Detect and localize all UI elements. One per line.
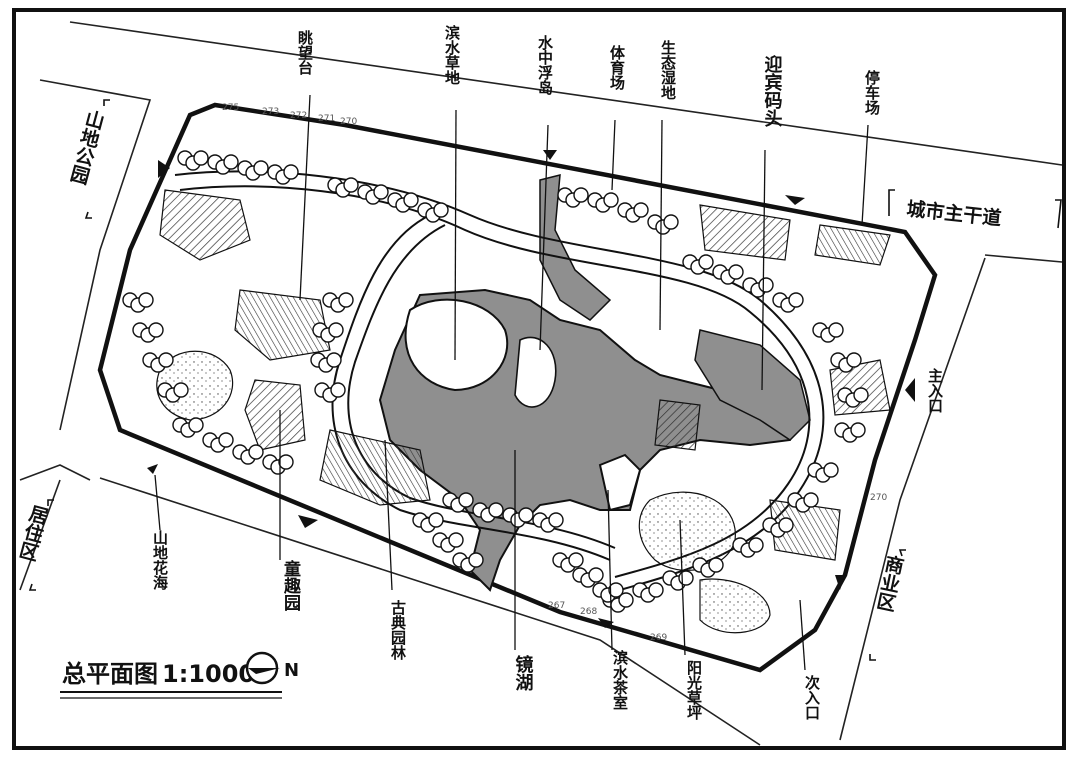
label-viewing-platform: 眺望台 xyxy=(296,29,314,76)
north-letter: N xyxy=(284,660,299,681)
label-floating-island: 水中浮岛 xyxy=(536,34,554,96)
tree-canopy xyxy=(850,422,866,438)
title-block: 总平面图 1:1000 N xyxy=(60,651,299,699)
tree-canopy xyxy=(403,192,419,208)
tree-canopy xyxy=(788,292,804,308)
tree-canopy xyxy=(618,592,634,608)
tree-canopy xyxy=(488,502,504,518)
elev-267: 267 xyxy=(548,601,565,611)
elev-270: 270 xyxy=(340,117,357,127)
tree-canopy xyxy=(648,582,664,598)
tree-canopy xyxy=(633,202,649,218)
plan-scale: 1:1000 xyxy=(162,660,255,688)
tree-canopy xyxy=(778,517,794,533)
tree-canopy xyxy=(548,512,564,528)
elev-271: 271 xyxy=(318,114,335,124)
tree-canopy xyxy=(373,184,389,200)
elev-270-east: 270 xyxy=(870,493,887,503)
tree-canopy xyxy=(608,582,624,598)
feature-labels: 眺望台 滨水草地 水中浮岛 体育场 生态湿地 迎宾码头 停车场 山地花海 童趣园… xyxy=(151,24,944,721)
tree-canopy xyxy=(663,214,679,230)
tree-canopy xyxy=(193,150,209,166)
tree-canopy xyxy=(748,537,764,553)
label-secondary-entrance: 次入口 xyxy=(803,674,821,720)
zone-brackets xyxy=(28,99,1062,661)
tree-canopy xyxy=(343,177,359,193)
tree-canopy xyxy=(278,454,294,470)
label-wetland: 生态湿地 xyxy=(659,39,677,100)
tree-canopy xyxy=(326,352,342,368)
label-guest-pier: 迎宾码头 xyxy=(762,54,783,128)
tree-canopy xyxy=(708,557,724,573)
floating-island xyxy=(514,336,557,408)
label-parking: 停车场 xyxy=(863,69,881,116)
label-lake: 镜湖 xyxy=(513,654,534,692)
tree-canopy xyxy=(728,264,744,280)
label-mountain-flowers: 山地花海 xyxy=(151,530,169,591)
tree-canopy xyxy=(223,154,239,170)
tree-canopy xyxy=(853,387,869,403)
tree-canopy xyxy=(188,417,204,433)
label-waterfront-lawn: 滨水草地 xyxy=(443,24,461,85)
label-waterside-teahouse: 滨水茶室 xyxy=(611,649,629,710)
tree-canopy xyxy=(330,382,346,398)
tree-canopy xyxy=(338,292,354,308)
tree-canopy xyxy=(828,322,844,338)
label-main-entrance: 主入口 xyxy=(926,367,944,413)
elev-272: 272 xyxy=(290,111,307,121)
tree-canopy xyxy=(158,352,174,368)
tree-clusters xyxy=(122,150,869,613)
hatched-areas xyxy=(159,189,891,561)
tree-canopy xyxy=(803,492,819,508)
label-sunny-lawn: 阳光草坪 xyxy=(685,660,703,721)
tree-canopy xyxy=(138,292,154,308)
tree-canopy xyxy=(698,254,714,270)
tree-canopy xyxy=(428,512,444,528)
tree-canopy xyxy=(433,202,449,218)
tree-canopy xyxy=(218,432,234,448)
elev-273: 273 xyxy=(262,107,279,117)
lawn-island xyxy=(404,298,509,392)
label-classical-garden: 古典园林 xyxy=(389,599,407,661)
tree-canopy xyxy=(758,277,774,293)
tree-canopy xyxy=(588,567,604,583)
east-pond xyxy=(694,329,811,441)
tree-canopy xyxy=(248,444,264,460)
tree-canopy xyxy=(148,322,164,338)
tree-canopy xyxy=(678,570,694,586)
elev-275: 275 xyxy=(222,103,239,113)
elev-268: 268 xyxy=(580,607,597,617)
tree-canopy xyxy=(518,507,534,523)
elev-269: 269 xyxy=(650,633,667,643)
tree-canopy xyxy=(458,492,474,508)
tree-canopy xyxy=(568,552,584,568)
label-sports-field: 体育场 xyxy=(608,44,626,91)
tree-canopy xyxy=(448,532,464,548)
tree-canopy xyxy=(468,552,484,568)
tree-canopy xyxy=(823,462,839,478)
plan-title: 总平面图 xyxy=(62,660,158,688)
label-kids-garden: 童趣园 xyxy=(280,559,302,612)
tree-canopy xyxy=(603,192,619,208)
tree-canopy xyxy=(573,187,589,203)
tree-canopy xyxy=(173,382,189,398)
leader-lines xyxy=(154,94,869,671)
tree-canopy xyxy=(253,160,269,176)
stippled-lawns xyxy=(156,350,771,634)
tree-canopy xyxy=(328,322,344,338)
surrounding-roads xyxy=(19,21,1063,746)
tree-canopy xyxy=(283,164,299,180)
entrance-markers xyxy=(147,150,915,628)
tree-canopy xyxy=(846,352,862,368)
